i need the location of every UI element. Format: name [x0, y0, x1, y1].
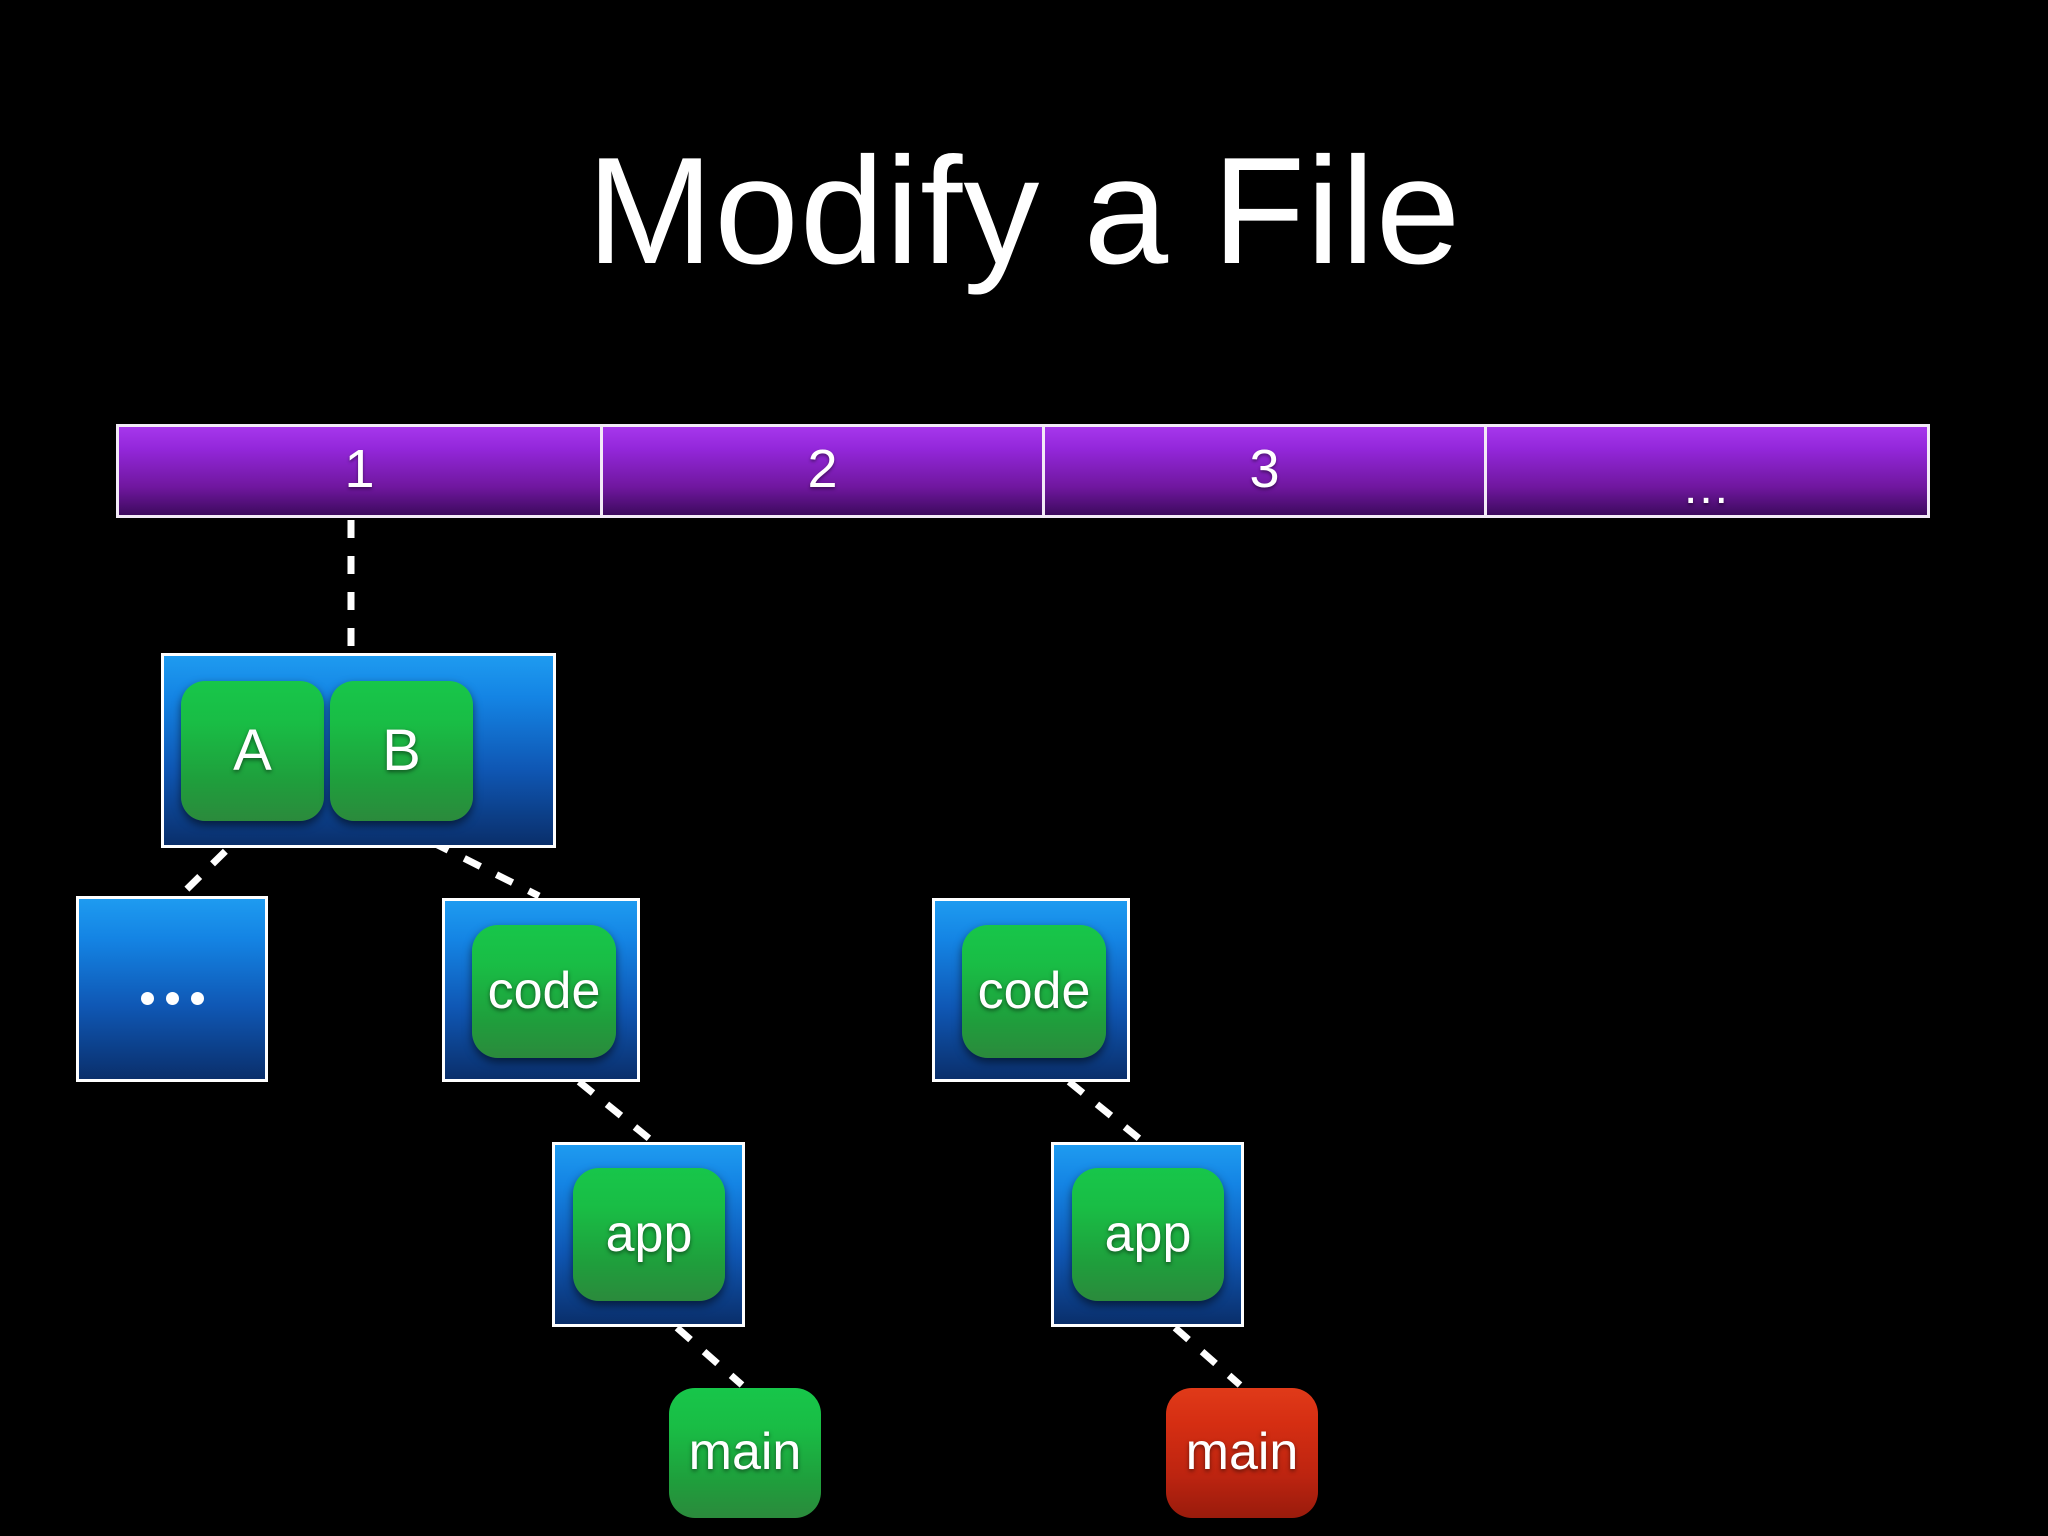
- tree-node-a[interactable]: A: [181, 681, 324, 821]
- app-node-right[interactable]: app: [1072, 1168, 1224, 1301]
- code-node-right-label: code: [977, 961, 1091, 1020]
- main-node-left[interactable]: main: [669, 1388, 821, 1518]
- page-title: Modify a File: [586, 126, 1462, 296]
- history-cell-more-label: ...: [1683, 460, 1730, 514]
- main-node-right[interactable]: main: [1166, 1388, 1318, 1518]
- tree-node-b[interactable]: B: [330, 681, 473, 821]
- app-node-right-label: app: [1104, 1204, 1192, 1263]
- history-cell-1-label: 1: [344, 439, 375, 499]
- tree-node-a-label: A: [233, 717, 272, 783]
- placeholder-dots-icon: [79, 992, 265, 1005]
- history-cell-3[interactable]: 3: [1045, 427, 1487, 515]
- dot-1: [140, 992, 154, 1005]
- history-cell-more[interactable]: ...: [1487, 427, 1927, 515]
- main-node-left-label: main: [688, 1423, 802, 1481]
- code-node-right[interactable]: code: [962, 925, 1106, 1058]
- history-cell-2[interactable]: 2: [603, 427, 1045, 515]
- placeholder-node[interactable]: [76, 896, 268, 1082]
- commit-history-bar: 1 2 3 ...: [116, 424, 1930, 518]
- tree-node-b-label: B: [382, 717, 421, 783]
- code-node-left-label: code: [487, 961, 601, 1020]
- history-cell-1[interactable]: 1: [119, 427, 603, 515]
- main-node-right-label: main: [1185, 1423, 1299, 1481]
- app-node-left-label: app: [605, 1204, 693, 1263]
- app-node-left[interactable]: app: [573, 1168, 725, 1301]
- code-node-left[interactable]: code: [472, 925, 616, 1058]
- dot-2: [165, 992, 179, 1005]
- history-cell-2-label: 2: [807, 439, 838, 499]
- dot-3: [190, 992, 204, 1005]
- history-cell-3-label: 3: [1249, 439, 1280, 499]
